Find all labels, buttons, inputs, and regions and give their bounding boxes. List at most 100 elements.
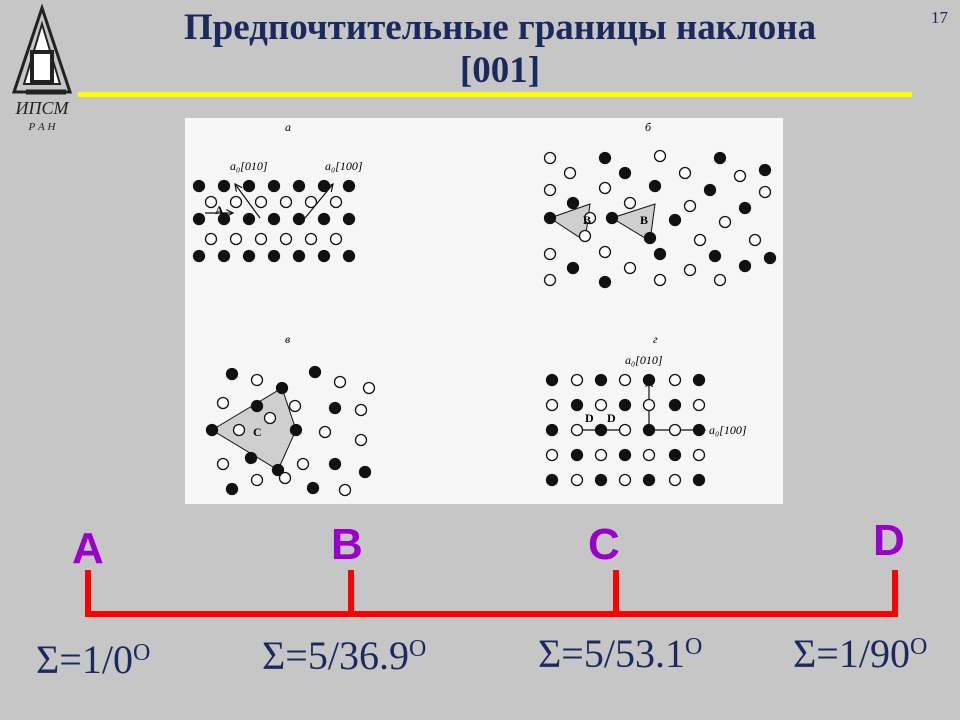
atom-a	[329, 232, 343, 246]
atom-b	[683, 263, 697, 277]
atom-a	[342, 179, 356, 193]
atom-v	[225, 482, 239, 496]
atom-v	[250, 373, 264, 387]
atom-b	[543, 211, 557, 225]
atom-g	[545, 373, 559, 387]
atom-g	[618, 448, 632, 462]
atom-g	[642, 423, 656, 437]
atom-a	[204, 232, 218, 246]
point-label-A: A	[72, 524, 104, 573]
label-a0-100-g: a₀[100]	[709, 423, 747, 437]
atom-b	[738, 201, 752, 215]
atom-v	[225, 367, 239, 381]
atom-a	[242, 249, 256, 263]
atom-g	[642, 373, 656, 387]
atom-v	[308, 365, 322, 379]
label-a0-010-g: a₀[010]	[625, 353, 663, 367]
sigma-C: Σ=5/53.1O	[538, 631, 703, 676]
atom-b	[598, 245, 612, 259]
atom-a	[229, 195, 243, 209]
label-C: C	[253, 425, 262, 439]
atom-b	[758, 163, 772, 177]
lattice-figure: а б в г a₀[010] a₀[100] A B B C D D a₀[0…	[185, 118, 783, 504]
panel-label-v: в	[285, 332, 290, 346]
atom-g	[594, 398, 608, 412]
atom-b	[583, 211, 597, 225]
atom-g	[692, 448, 706, 462]
atom-a	[267, 249, 281, 263]
atom-b	[605, 211, 619, 225]
atom-a	[279, 232, 293, 246]
atom-a	[204, 195, 218, 209]
atom-g	[545, 473, 559, 487]
ipsm-logo: ИПСМ Р А Н	[6, 3, 78, 133]
atom-v	[362, 381, 376, 395]
sigma-scale: A B C D Σ=1/0O Σ=5/36.9O Σ=5/53.1O Σ=1/9…	[0, 516, 960, 720]
atom-g	[594, 473, 608, 487]
atom-a	[254, 195, 268, 209]
atom-b	[718, 215, 732, 229]
atom-g	[642, 473, 656, 487]
atom-a	[217, 249, 231, 263]
atom-v	[318, 425, 332, 439]
atom-g	[668, 423, 682, 437]
atom-b	[623, 196, 637, 210]
atom-b	[748, 233, 762, 247]
atom-g	[692, 373, 706, 387]
atom-a	[342, 249, 356, 263]
logo-text-main: ИПСМ	[15, 98, 70, 118]
atom-v	[296, 457, 310, 471]
atom-g	[545, 448, 559, 462]
atom-a	[217, 212, 231, 226]
atom-v	[354, 433, 368, 447]
panel-label-g: г	[653, 332, 658, 346]
atom-g	[594, 373, 608, 387]
atom-g	[545, 423, 559, 437]
atom-a	[317, 179, 331, 193]
atom-g	[692, 398, 706, 412]
atom-g	[692, 473, 706, 487]
atom-b	[643, 231, 657, 245]
atom-v	[333, 375, 347, 389]
atom-b	[738, 259, 752, 273]
atom-b	[708, 249, 722, 263]
atom-a	[229, 232, 243, 246]
panel-label-b: б	[645, 120, 652, 134]
atom-a	[329, 195, 343, 209]
atom-a	[267, 212, 281, 226]
atom-g	[618, 423, 632, 437]
label-A: A	[215, 203, 224, 217]
atom-b	[563, 166, 577, 180]
atom-v	[232, 423, 246, 437]
atom-v	[244, 451, 258, 465]
atom-a	[192, 249, 206, 263]
atom-b	[668, 213, 682, 227]
label-B2: B	[640, 213, 648, 227]
atom-g	[668, 473, 682, 487]
atom-g	[668, 448, 682, 462]
label-a0-010-a: a₀[010]	[230, 159, 268, 173]
atom-b	[653, 273, 667, 287]
atom-v	[275, 381, 289, 395]
atom-b	[758, 185, 772, 199]
atom-v	[289, 423, 303, 437]
label-D1: D	[585, 411, 594, 425]
atom-g	[570, 373, 584, 387]
title-line-2: [001]	[459, 50, 541, 91]
atom-v	[250, 473, 264, 487]
atom-v	[328, 457, 342, 471]
atom-a	[317, 212, 331, 226]
atom-g	[668, 373, 682, 387]
atom-g	[618, 373, 632, 387]
atom-a	[292, 249, 306, 263]
atom-a	[292, 212, 306, 226]
atom-v	[358, 465, 372, 479]
atom-b	[598, 275, 612, 289]
atom-g	[594, 423, 608, 437]
atom-g	[692, 423, 706, 437]
atom-v	[250, 399, 264, 413]
atom-a	[242, 212, 256, 226]
label-D2: D	[607, 411, 616, 425]
atom-a	[342, 212, 356, 226]
atom-a	[267, 179, 281, 193]
